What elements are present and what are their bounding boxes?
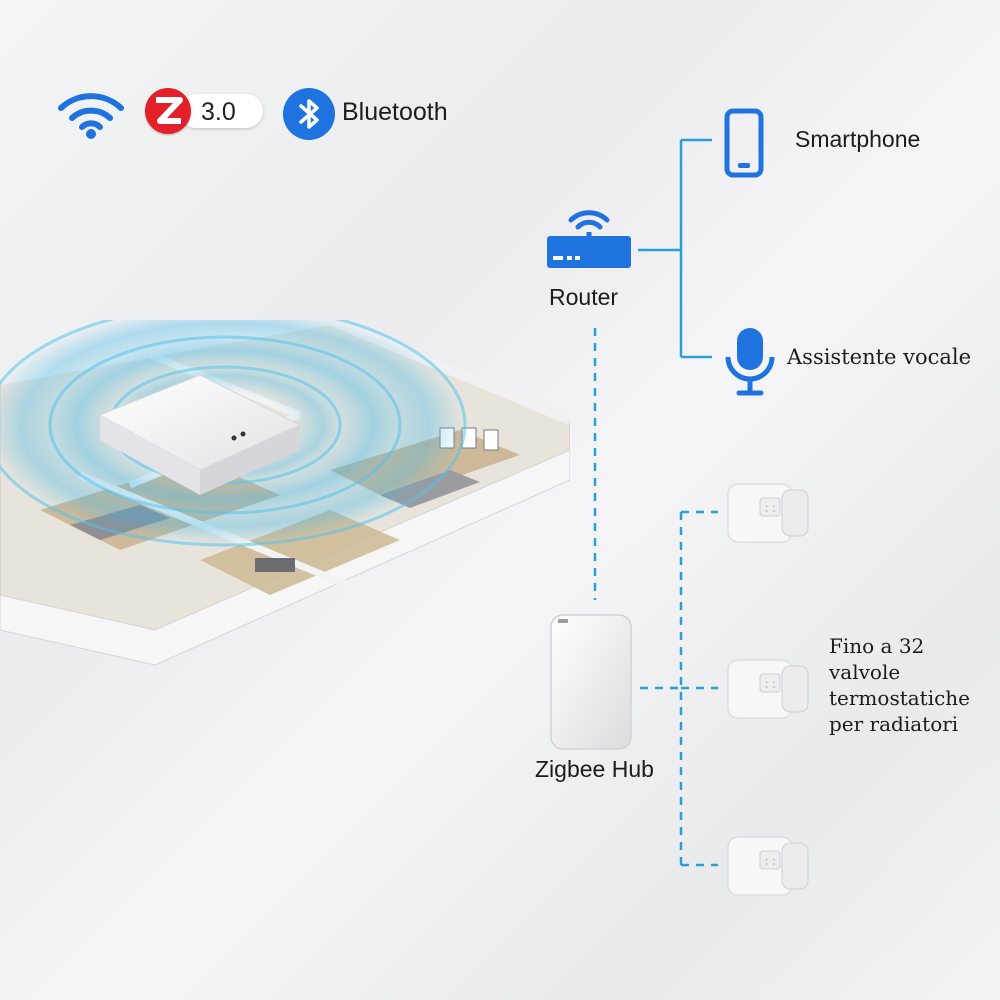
radiator-valve-2: :: (727, 659, 809, 719)
bluetooth-logo (283, 88, 335, 140)
zigbee-badge: 3.0 (145, 88, 265, 134)
valve-display-icon: :: (763, 501, 777, 515)
zigbee-hub-label: Zigbee Hub (535, 756, 654, 782)
valve-display-icon: :: (763, 677, 777, 691)
radiator-valve-3: :: (727, 836, 809, 896)
valves-description: Fino a 32 valvole termostatiche per radi… (829, 633, 999, 737)
zigbee-version-label: 3.0 (201, 98, 236, 126)
wifi-icon (58, 93, 124, 139)
zigbee-hub-device (550, 614, 632, 750)
zigbee-logo (145, 88, 191, 134)
valves-line-1: Fino a 32 (829, 634, 925, 658)
router-label: Router (549, 284, 619, 310)
hub-in-room (98, 374, 302, 495)
smartphone-icon (724, 108, 764, 178)
valves-line-3: termostatiche (829, 686, 971, 710)
router-icon (547, 210, 631, 268)
voice-assistant-label: Assistente vocale (787, 345, 972, 369)
bluetooth-label: Bluetooth (342, 98, 448, 126)
bluetooth-icon (299, 99, 319, 129)
valve-display-icon: :: (763, 854, 777, 868)
radiator-valve-1: :: (727, 483, 809, 543)
smartphone-label: Smartphone (795, 126, 921, 152)
apartment-illustration (0, 320, 570, 666)
valves-line-4: per radiatori (829, 712, 959, 736)
router-connections (638, 138, 712, 359)
microphone-icon (725, 328, 775, 396)
zigbee-icon (156, 97, 183, 124)
zigbee-version-pill (179, 94, 263, 128)
valves-line-2: valvole (829, 660, 901, 684)
hub-valve-links (640, 510, 718, 867)
